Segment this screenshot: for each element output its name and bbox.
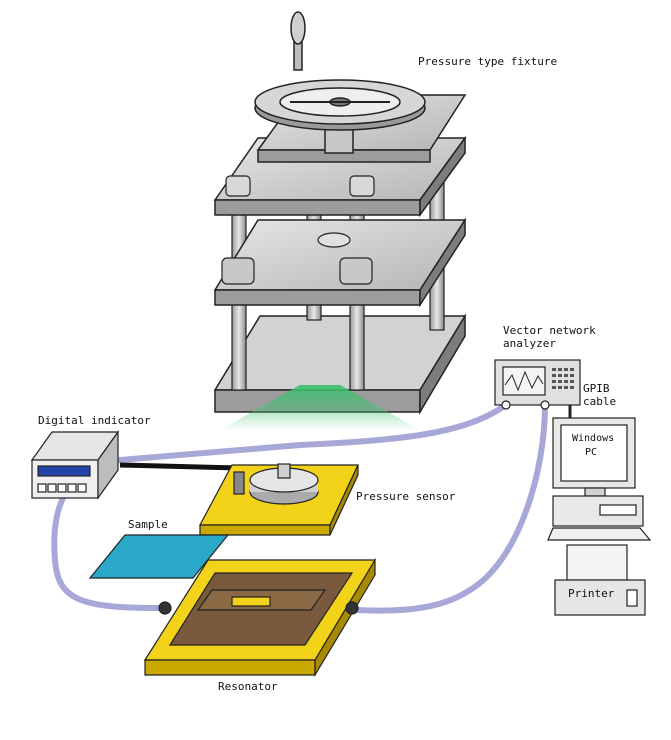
pc-label-line2: PC xyxy=(585,447,598,458)
pressure-sensor-icon xyxy=(249,463,319,505)
handwheel-icon xyxy=(254,11,426,154)
gpib-label-line2: cable xyxy=(583,395,617,408)
pc-label-line1: Windows xyxy=(572,433,615,444)
vector-network-analyzer-icon xyxy=(494,359,581,410)
pressure-fixture xyxy=(213,11,467,430)
cable-right xyxy=(352,402,548,614)
sample-sheet xyxy=(88,534,230,579)
pressure-sensor-label: Pressure sensor xyxy=(356,490,456,503)
pressure-glow xyxy=(220,385,420,430)
fixture-label: Pressure type fixture xyxy=(418,55,558,68)
resonator xyxy=(143,557,377,678)
pressure-sensor-plate xyxy=(199,463,359,536)
printer-label: Printer xyxy=(568,587,615,600)
vna-label-line1: Vector network xyxy=(503,324,596,337)
vna-label-line2: analyzer xyxy=(503,337,556,350)
digital-indicator-icon xyxy=(30,430,120,500)
printer-icon xyxy=(554,544,646,616)
gpib-label-line1: GPIB xyxy=(583,382,610,395)
resonator-label: Resonator xyxy=(218,680,278,693)
digital-indicator-label: Digital indicator xyxy=(38,414,151,427)
pc-icon xyxy=(547,417,652,541)
indicator-cable xyxy=(119,462,239,471)
sample-label: Sample xyxy=(128,518,168,531)
